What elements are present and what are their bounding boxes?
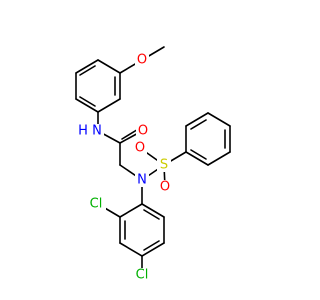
sulfur-atom: S: [157, 158, 171, 173]
bond: [97, 59, 121, 74]
sulfonyl-oxygen-1-atom: O: [133, 141, 147, 156]
methoxy-oxygen-atom: O: [135, 52, 149, 68]
bond: [207, 151, 231, 166]
bond: [143, 240, 160, 251]
para-chlorine-label: Cl: [136, 268, 149, 283]
ortho-chlorine-atom: Cl: [86, 197, 106, 212]
methoxy-oxygen-label: O: [137, 53, 147, 68]
sulfonamide-nitrogen-label: N: [137, 173, 147, 188]
ortho-chlorine-label: Cl: [90, 197, 103, 212]
amide-hydrogen-label: H: [78, 124, 88, 139]
amide-nitrogen-label: N: [92, 124, 102, 139]
sulfonyl-oxygen-1-label: O: [135, 141, 145, 156]
sulfonyl-oxygen-2-label: O: [160, 180, 170, 195]
sulfur-label: S: [160, 158, 168, 173]
carbonyl-oxygen-atom: O: [136, 124, 150, 139]
para-chlorine-atom: Cl: [132, 268, 152, 283]
bond: [185, 151, 209, 166]
bond: [119, 203, 143, 218]
bond: [190, 119, 207, 130]
bond: [141, 203, 165, 218]
bond: [190, 149, 207, 160]
carbonyl-oxygen-label: O: [138, 124, 148, 139]
bond: [97, 98, 121, 113]
sulfonamide-nitrogen-atom: N: [135, 173, 149, 188]
bond: [79, 96, 96, 107]
bond: [141, 242, 165, 257]
atom-labels: N H O O N S O O: [77, 52, 172, 283]
amide-nitrogen-atom: N: [90, 124, 104, 139]
bond: [75, 98, 99, 113]
bond: [143, 209, 160, 220]
bond: [119, 242, 143, 257]
bond: [79, 65, 96, 76]
amide-hydrogen-atom: H: [77, 124, 89, 139]
bond: [75, 59, 99, 74]
bond: [207, 112, 231, 127]
molecule-structure-diagram: N H O O N S O O: [75, 46, 231, 283]
bonds: [75, 46, 231, 275]
bond: [185, 112, 209, 127]
sulfonyl-oxygen-2-atom: O: [158, 180, 172, 195]
